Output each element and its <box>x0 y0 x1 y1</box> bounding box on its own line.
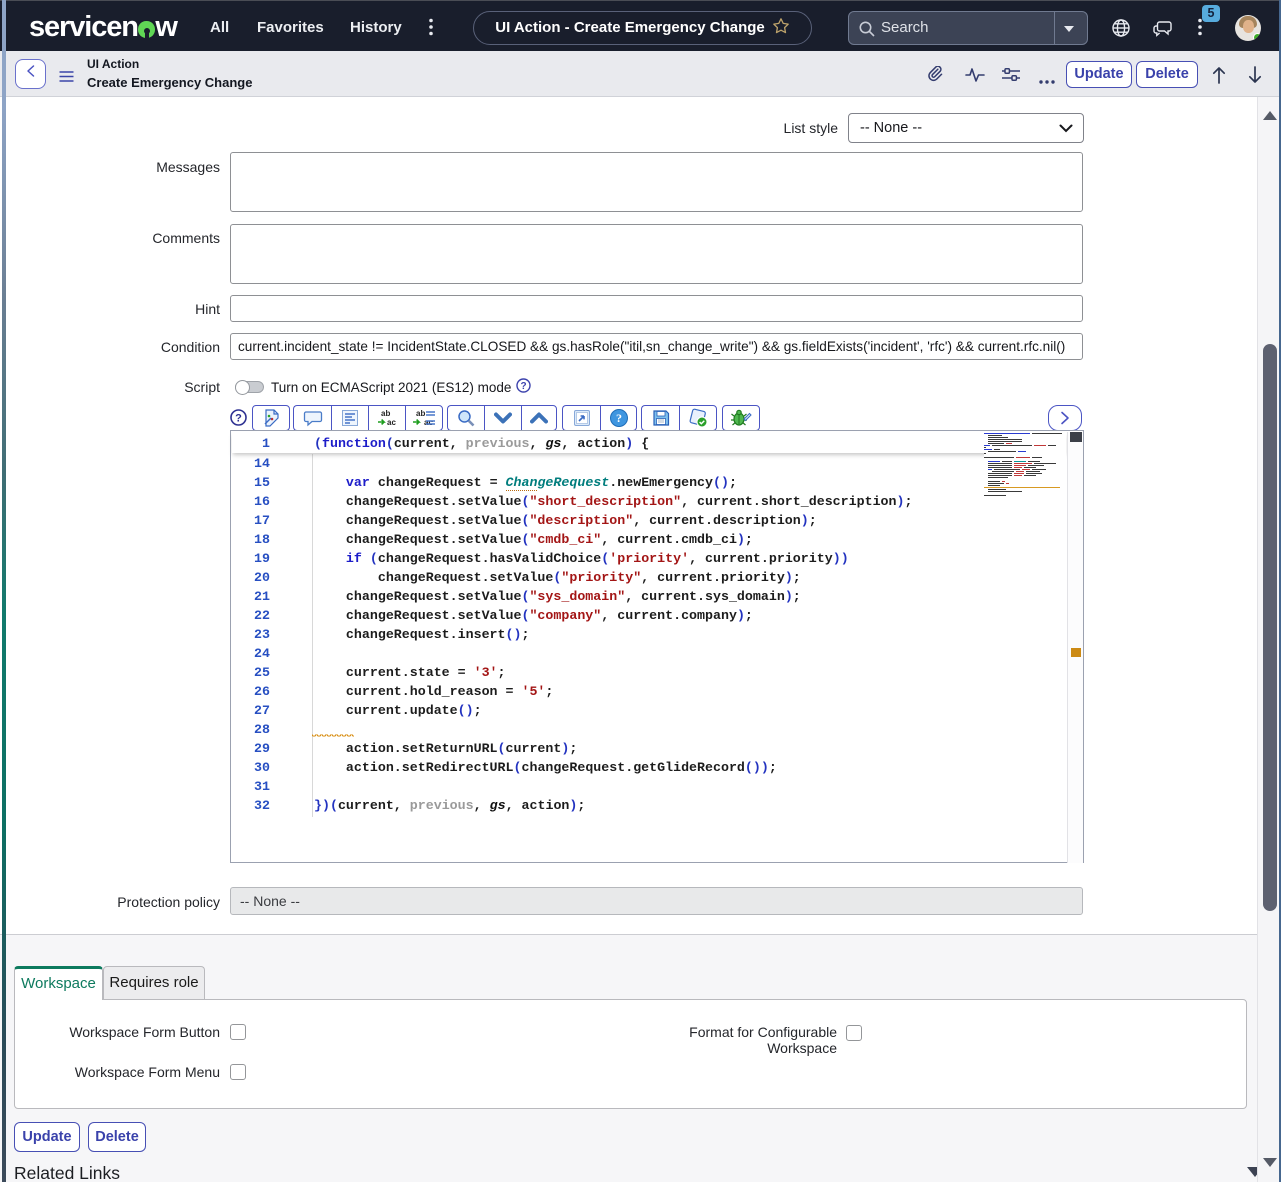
svg-text:ab: ab <box>416 409 425 418</box>
svg-text:ac: ac <box>424 418 433 427</box>
svg-text:?: ? <box>520 381 526 392</box>
svg-text:ab: ab <box>381 409 390 418</box>
svg-text:?: ? <box>235 413 242 425</box>
svg-text:ac: ac <box>387 418 396 427</box>
svg-text:?: ? <box>616 411 622 425</box>
